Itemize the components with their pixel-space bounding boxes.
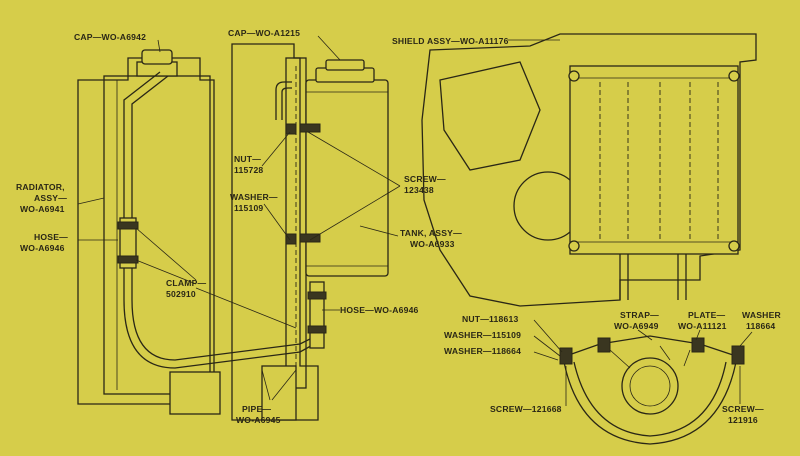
label-washer-line1: WASHER—	[230, 192, 278, 202]
label-hose-left-line1: HOSE—	[34, 232, 68, 242]
label-washer-right-line2: 118664	[746, 321, 775, 331]
label-washer-detail-1: WASHER—115109	[444, 330, 521, 340]
shield-assembly	[421, 33, 757, 307]
part-labels: CAP—WO-A6942 CAP—WO-A1215 SHIELD ASSY—WO…	[16, 28, 782, 425]
radiator-cap	[141, 49, 173, 65]
label-radiator-line1: RADIATOR,	[16, 182, 65, 192]
label-strap-line2: WO-A6949	[614, 321, 659, 331]
label-cap-radiator: CAP—WO-A6942	[74, 32, 146, 42]
label-screw-detail-right-line1: SCREW—	[722, 404, 764, 414]
label-radiator-line3: WO-A6941	[20, 204, 65, 214]
label-cap-tank: CAP—WO-A1215	[228, 28, 300, 38]
label-strap-line1: STRAP—	[620, 310, 659, 320]
radiator-assembly	[77, 49, 319, 415]
label-radiator-line2: ASSY—	[34, 193, 67, 203]
label-washer-detail-2: WASHER—118664	[444, 346, 521, 356]
radiator-outlet-box	[169, 371, 221, 415]
label-screw-top-line2: 123438	[404, 185, 434, 195]
nut-detail	[559, 347, 573, 365]
label-screw-detail-left: SCREW—121668	[490, 404, 562, 414]
label-screw-detail-right-line2: 121916	[728, 415, 758, 425]
label-pipe-line1: PIPE—	[242, 404, 271, 414]
strap-detail	[559, 335, 745, 445]
label-hose-right: HOSE—WO-A6946	[340, 305, 419, 315]
label-pipe-line2: WO-A6945	[236, 415, 281, 425]
label-plate-line1: PLATE—	[688, 310, 726, 320]
label-clamp-line2: 502910	[166, 289, 196, 299]
label-shield: SHIELD ASSY—WO-A11176	[392, 36, 509, 46]
label-nut-line1: NUT—	[234, 154, 261, 164]
tank-assembly	[231, 43, 389, 421]
washer-detail	[731, 345, 745, 365]
label-nut-detail: NUT—118613	[462, 314, 518, 324]
label-clamp-line1: CLAMP—	[166, 278, 207, 288]
label-hose-left-line2: WO-A6946	[20, 243, 65, 253]
label-washer-right-line1: WASHER	[742, 310, 782, 320]
label-screw-top-line1: SCREW—	[404, 174, 446, 184]
tank-cap	[325, 59, 365, 71]
label-tank-line1: TANK, ASSY—	[400, 228, 462, 238]
label-washer-line2: 115109	[234, 203, 263, 213]
leader-lines	[77, 35, 753, 406]
label-nut-line2: 115728	[234, 165, 263, 175]
label-plate-line2: WO-A11121	[678, 321, 727, 331]
label-tank-line2: WO-A6933	[410, 239, 455, 249]
